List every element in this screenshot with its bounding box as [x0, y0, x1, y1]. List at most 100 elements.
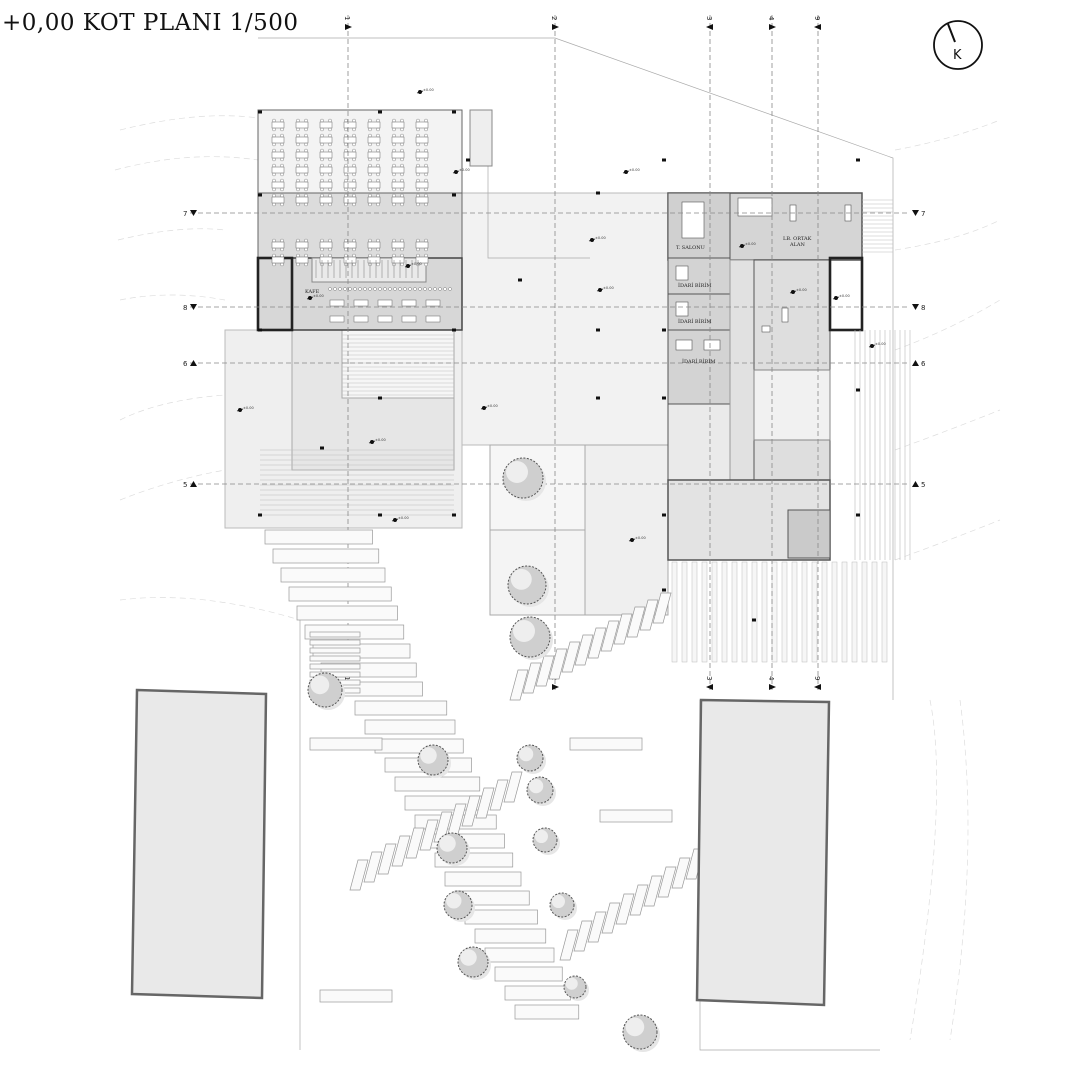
table [271, 166, 285, 174]
tree [457, 946, 491, 980]
grid-axis-marker [552, 24, 559, 30]
table [295, 151, 309, 159]
table [295, 241, 309, 249]
grid-axis-label: 5 [183, 481, 187, 489]
walkway-step [394, 776, 481, 792]
tree [549, 892, 577, 920]
column [258, 328, 262, 332]
column [596, 328, 600, 332]
elevation-label: ±0.00 [595, 236, 606, 240]
table [415, 241, 429, 249]
table [425, 315, 441, 323]
column [452, 193, 456, 197]
table [391, 256, 405, 264]
elevation-label: ±0.00 [243, 406, 254, 410]
tree [516, 744, 546, 774]
site-boundary [258, 37, 894, 700]
table [319, 181, 333, 189]
grid-axis-label: 6 [921, 360, 926, 368]
room-label-t-salonu: T. SALONU [676, 245, 705, 251]
north-label: K [953, 48, 962, 63]
tree [532, 827, 560, 855]
column [856, 158, 860, 162]
elevation-label: ±0.00 [411, 262, 422, 266]
table [271, 196, 285, 204]
column [378, 513, 382, 517]
table [401, 315, 417, 323]
table [367, 151, 381, 159]
grid-axis-label: 8 [921, 304, 925, 312]
table [295, 136, 309, 144]
elevation-label: ±0.00 [629, 168, 640, 172]
table [343, 181, 357, 189]
walkway-step [484, 947, 555, 963]
table [367, 181, 381, 189]
table [271, 181, 285, 189]
walkway-step [464, 909, 538, 925]
grid-axis-marker [814, 24, 821, 30]
grid-axis-label: 4 [767, 676, 775, 681]
room-label-idari-3: İDARİ BİRİM [682, 358, 715, 365]
table [415, 151, 429, 159]
table [295, 181, 309, 189]
table [319, 241, 333, 249]
grid-axis-marker [190, 304, 197, 310]
walkway-step [280, 567, 386, 583]
walkway-step [272, 548, 380, 564]
column [320, 446, 324, 450]
drawing-title: +0,00 KOT PLANI 1/500 [2, 10, 299, 36]
table [415, 196, 429, 204]
walkway-step [494, 966, 563, 982]
column [378, 110, 382, 114]
table [391, 181, 405, 189]
grid-axis-label: 9 [813, 676, 821, 680]
table [415, 256, 429, 264]
table [367, 166, 381, 174]
table [367, 196, 381, 204]
tree [417, 744, 451, 778]
elevation-label: ±0.00 [487, 404, 498, 408]
walkway-step [504, 985, 571, 1001]
column [596, 396, 600, 400]
tree [436, 832, 470, 866]
grid-axis-marker [912, 304, 919, 310]
grid-axis-marker [552, 684, 559, 690]
table [343, 121, 357, 129]
table [391, 121, 405, 129]
grid-axis-label: 3 [705, 676, 713, 680]
table [329, 315, 345, 323]
room-label-idari-1: İDARİ BİRİM [678, 282, 711, 289]
elevation-label: ±0.00 [839, 294, 850, 298]
grid-axis-marker [190, 360, 197, 366]
table [295, 121, 309, 129]
grid-axis-label: 5 [921, 481, 925, 489]
table [343, 256, 357, 264]
existing-building-right [695, 698, 831, 1007]
column [856, 513, 860, 517]
dining-hall-lower [257, 192, 463, 259]
grid-axis-label: 8 [183, 304, 187, 312]
table [377, 315, 393, 323]
table [353, 299, 369, 307]
table [377, 299, 393, 307]
room-label-idari-2: İDARİ BİRİM [678, 318, 711, 325]
column [452, 110, 456, 114]
table [367, 136, 381, 144]
table [343, 241, 357, 249]
table [415, 121, 429, 129]
column [452, 328, 456, 332]
elevation-label: ±0.00 [423, 88, 434, 92]
table [343, 151, 357, 159]
walkway-step [354, 700, 448, 716]
tree [507, 565, 549, 607]
table [367, 256, 381, 264]
grid-axis-marker [706, 684, 713, 690]
column [662, 513, 666, 517]
column [378, 396, 382, 400]
tree [563, 975, 589, 1001]
table [391, 241, 405, 249]
room-label-ortak-alan-2: ALAN [789, 242, 806, 248]
table [319, 136, 333, 144]
table [295, 256, 309, 264]
